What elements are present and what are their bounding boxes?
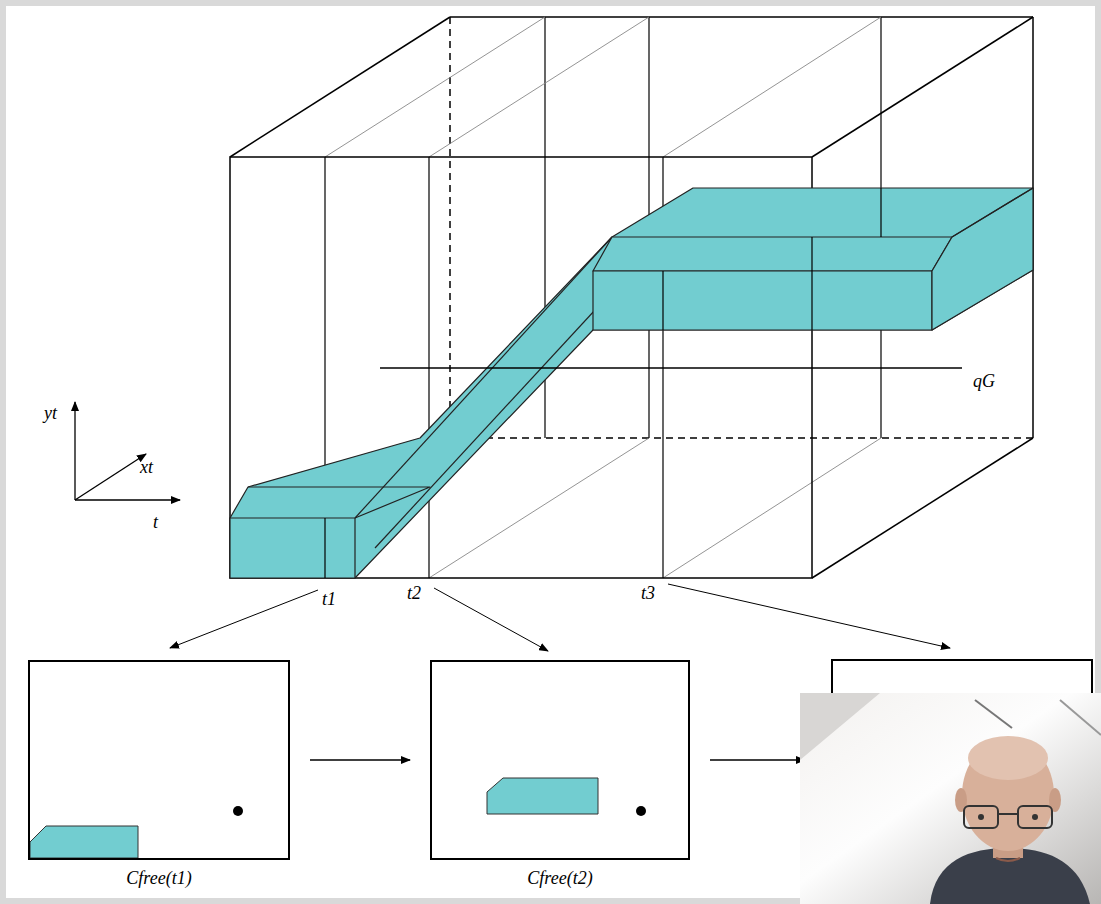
panel-caption: Cfree(t2) xyxy=(432,868,688,889)
panel-caption: Cfree(t1) xyxy=(30,868,288,889)
axis-label: t2 xyxy=(407,584,421,602)
axis-label: t1 xyxy=(322,590,336,608)
axis-label: t xyxy=(153,513,158,531)
axis-label: xt xyxy=(140,458,153,476)
axis-label: t3 xyxy=(641,584,655,602)
sequence-arrow xyxy=(310,759,410,760)
config-space-panel: Cfree(t2) xyxy=(430,660,690,860)
webcam-inset xyxy=(800,693,1101,904)
config-space-panel: Cfree(t1) xyxy=(28,660,290,860)
axis-label: yt xyxy=(44,404,57,422)
axis-label: qG xyxy=(973,372,995,390)
